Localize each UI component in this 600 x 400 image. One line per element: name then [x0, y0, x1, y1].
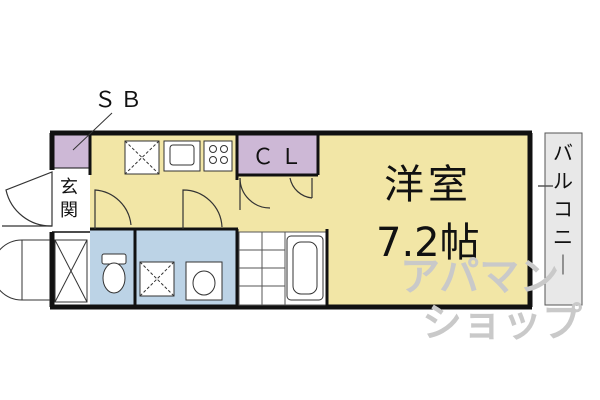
- balcony-label-char: コ: [553, 197, 573, 221]
- balcony-label-char: ル: [553, 169, 573, 193]
- stove: [203, 140, 233, 172]
- balcony-fill: [545, 133, 582, 305]
- toilet: [101, 253, 127, 294]
- genkan-label-2: 関: [60, 200, 78, 221]
- room-size-label: 7.2帖: [376, 220, 480, 266]
- watermark-line-1: アパマン: [400, 254, 559, 300]
- wash-basin: [185, 261, 223, 301]
- watermark-line-2: ショップ: [422, 300, 582, 346]
- shoe-box-fill: [53, 135, 90, 168]
- entrance-door: [2, 171, 53, 227]
- interior-doors: [94, 177, 313, 229]
- interior-walls: [88, 133, 320, 307]
- walls: [49, 130, 533, 310]
- balcony-label: バルコニ ｜: [553, 141, 573, 277]
- balcony-label-char: ニ: [553, 225, 573, 249]
- balcony-label-char: バ: [553, 141, 573, 165]
- sb-label: ＳＢ: [94, 88, 146, 113]
- sb-leader-line: [72, 112, 113, 151]
- room-name-label: 洋室: [384, 162, 472, 208]
- balcony: [538, 132, 583, 306]
- genkan-area: [54, 170, 88, 230]
- bathroom: [238, 231, 328, 306]
- storage-doors: [0, 239, 88, 303]
- closet-label: ＣＬ: [252, 145, 308, 170]
- closet-fill: [238, 135, 318, 175]
- balcony-label-char: ｜: [553, 253, 573, 277]
- genkan-label-1: 玄: [60, 177, 78, 198]
